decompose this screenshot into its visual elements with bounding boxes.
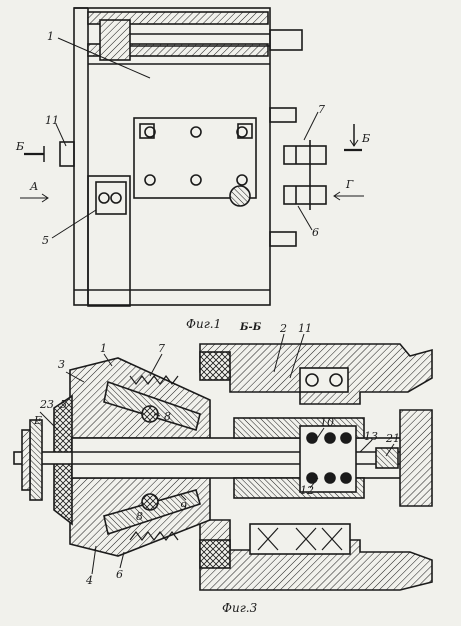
fig3-section-title: Б-Б — [239, 322, 262, 333]
figure-1-drawing — [59, 7, 327, 307]
figure-3-caption: Фиг.3 — [222, 601, 258, 615]
fig1-section-b-right: Б — [361, 132, 370, 145]
fig3-label-23: 23 — [39, 398, 54, 411]
fig3-label-7: 7 — [158, 342, 165, 355]
fig1-view-a: А — [29, 180, 38, 193]
fig3-label-1: 1 — [100, 342, 107, 355]
fig1-label-1: 1 — [47, 30, 54, 43]
fig3-label-13: 13 — [364, 430, 378, 443]
fig3-label-10: 10 — [320, 416, 334, 429]
fig1-label-5: 5 — [42, 234, 49, 247]
fig3-label-5: 5 — [60, 398, 67, 411]
fig1-label-11: 11 — [45, 114, 59, 127]
fig1-label-6: 6 — [312, 226, 319, 239]
fig1-label-7: 7 — [318, 103, 325, 116]
fig3-label-4: 4 — [85, 574, 93, 587]
figure-3-drawing — [13, 343, 433, 591]
figure-1-labels: 1 11 7 5 6 Б Б А Г Фиг.1 — [15, 30, 370, 331]
fig3-label-2: 2 — [279, 322, 287, 335]
fig3-label-3: 3 — [58, 358, 65, 371]
fig3-label-8-bottom: 8 — [136, 510, 143, 523]
fig3-label-21: 21 — [385, 432, 400, 445]
figure-1-leaders — [20, 37, 364, 239]
fig3-label-8-top: 8 — [164, 410, 171, 423]
fig3-label-12: 12 — [300, 484, 314, 497]
fig3-label-E: Е — [33, 414, 42, 427]
figure-1-caption: Фиг.1 — [186, 317, 221, 331]
figure-3-leaders — [39, 333, 395, 575]
figure-3-labels: Б-Б 3 1 7 2 11 23 5 Е 8 10 13 21 12 9 8 … — [33, 322, 400, 615]
fig1-view-g: Г — [345, 178, 354, 191]
fig3-label-9: 9 — [180, 500, 187, 513]
fig3-label-11: 11 — [298, 322, 312, 335]
fig1-section-b-left: Б — [15, 140, 24, 153]
fig3-label-6: 6 — [116, 568, 123, 581]
